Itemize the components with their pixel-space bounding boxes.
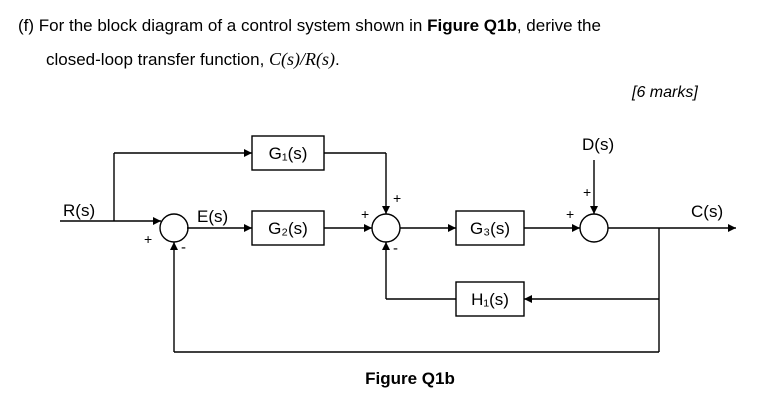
sum2-left-sign: + xyxy=(361,206,369,222)
question-prefix: (f) For the block diagram of a control s… xyxy=(18,16,428,35)
transfer-function-expression: C(s)/R(s) xyxy=(269,49,336,69)
question-period: . xyxy=(335,50,340,69)
g2-block xyxy=(251,210,325,246)
question-suffix: , derive the xyxy=(516,16,601,35)
question-line-1: (f) For the block diagram of a control s… xyxy=(18,16,601,36)
output-signal-label: C(s) xyxy=(691,202,723,221)
summing-junction-1 xyxy=(159,213,189,243)
input-signal-label: R(s) xyxy=(63,201,95,220)
sum1-left-sign: + xyxy=(144,231,152,247)
g3-label: G₃(s) xyxy=(470,219,510,238)
summing-junction-2 xyxy=(371,213,401,243)
g3-block xyxy=(455,210,525,246)
question-line-2: closed-loop transfer function, C(s)/R(s)… xyxy=(46,49,340,70)
figure-caption: Figure Q1b xyxy=(365,369,455,388)
error-signal-label: E(s) xyxy=(197,207,228,226)
sum3-top-sign: + xyxy=(583,184,591,200)
g1-label: G₁(s) xyxy=(269,144,308,163)
marks-label: [6 marks] xyxy=(632,84,698,101)
summing-junction-3 xyxy=(579,213,609,243)
sum1-bottom-sign: - xyxy=(181,239,186,256)
figure-reference: Figure Q1b xyxy=(427,16,517,35)
h1-block xyxy=(455,281,525,317)
question-text: closed-loop transfer function, xyxy=(46,50,270,69)
g1-block xyxy=(251,135,325,171)
g2-label: G₂(s) xyxy=(268,219,308,238)
sum3-left-sign: + xyxy=(566,206,574,222)
sum2-bottom-sign: - xyxy=(393,240,398,257)
disturbance-label: D(s) xyxy=(582,135,614,154)
h1-label: H₁(s) xyxy=(471,290,509,309)
sum2-top-sign: + xyxy=(393,190,401,206)
